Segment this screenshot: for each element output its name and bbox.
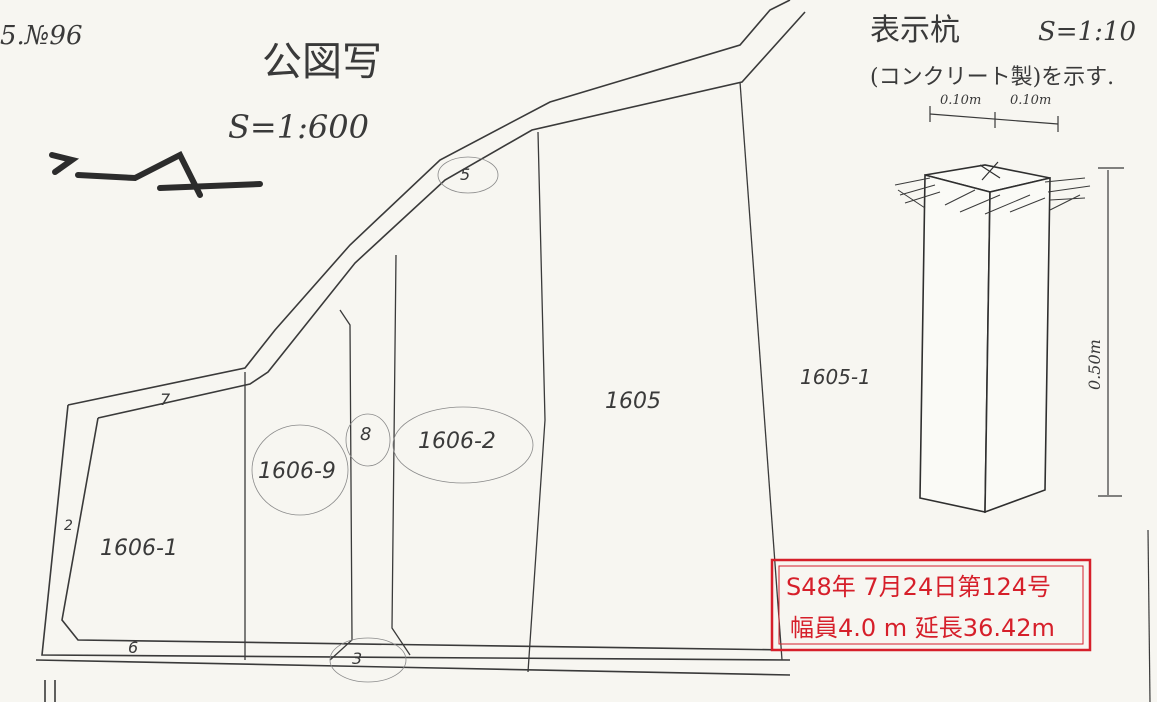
parcel-label-1605: 1605 <box>605 389 661 414</box>
page-edge <box>1147 529 1151 702</box>
north-arrow-label: 北 <box>60 170 61 173</box>
north-arrow-icon <box>49 150 263 198</box>
road-label-3: 3 <box>352 649 362 668</box>
road-left-bottom-outer <box>41 404 791 661</box>
road-label-7: 7 <box>160 390 171 409</box>
legend-scale: S=1:10 <box>1038 17 1136 47</box>
road-outer-edge <box>67 0 791 406</box>
parcel-label-1606-9: 1606-9 <box>258 459 336 484</box>
stake-cross-mark <box>979 161 1001 181</box>
parcel-line-e <box>739 81 783 661</box>
parcel-boundaries <box>244 81 783 673</box>
parcel-line-d <box>527 131 546 673</box>
legend-width-label-1: 0.10m <box>940 93 981 108</box>
parcel-line-c <box>391 254 411 656</box>
parcel-label-1606-2: 1606-2 <box>418 429 496 454</box>
stamp-line-2: 幅員4.0 m 延長36.42m <box>790 614 1055 642</box>
legend-title: 表示杭 <box>870 13 960 48</box>
survey-circles <box>251 156 534 683</box>
legend-height-label: 0.50m <box>1085 339 1104 390</box>
road-boundaries <box>35 0 806 702</box>
parcel-label-1605-1: 1605-1 <box>800 365 871 389</box>
map-title: 公図写 <box>262 39 382 85</box>
map-number: 5.№96 <box>0 21 83 51</box>
road-inner-edge <box>97 11 806 419</box>
legend-width-dimension <box>929 106 1059 132</box>
road-label-5: 5 <box>460 165 470 184</box>
stamp-line-1: S48年 7月24日第124号 <box>786 573 1051 601</box>
stake-left-face <box>919 173 991 513</box>
map-scale: S=1:600 <box>228 108 369 146</box>
ground-hatching <box>894 177 1091 215</box>
parcel-label-1606-1: 1606-1 <box>100 536 178 561</box>
concrete-stake-drawing <box>919 161 1051 514</box>
legend-description: (コンクリート製)を示す. <box>870 65 1114 90</box>
legend-width-label-2: 0.10m <box>1010 93 1051 108</box>
road-label-8: 8 <box>360 424 371 445</box>
road-stub <box>44 680 56 702</box>
parcel-line-b <box>329 309 353 661</box>
registration-stamp: S48年 7月24日第124号 幅員4.0 m 延長36.42m <box>770 558 1092 652</box>
road-label-2: 2 <box>64 518 73 534</box>
road-left-bottom-inner <box>61 417 791 651</box>
road-bottom-edge <box>35 659 791 676</box>
legend-height-dimension <box>1098 167 1124 497</box>
stake-right-face <box>984 176 1051 514</box>
road-label-6: 6 <box>128 638 138 657</box>
